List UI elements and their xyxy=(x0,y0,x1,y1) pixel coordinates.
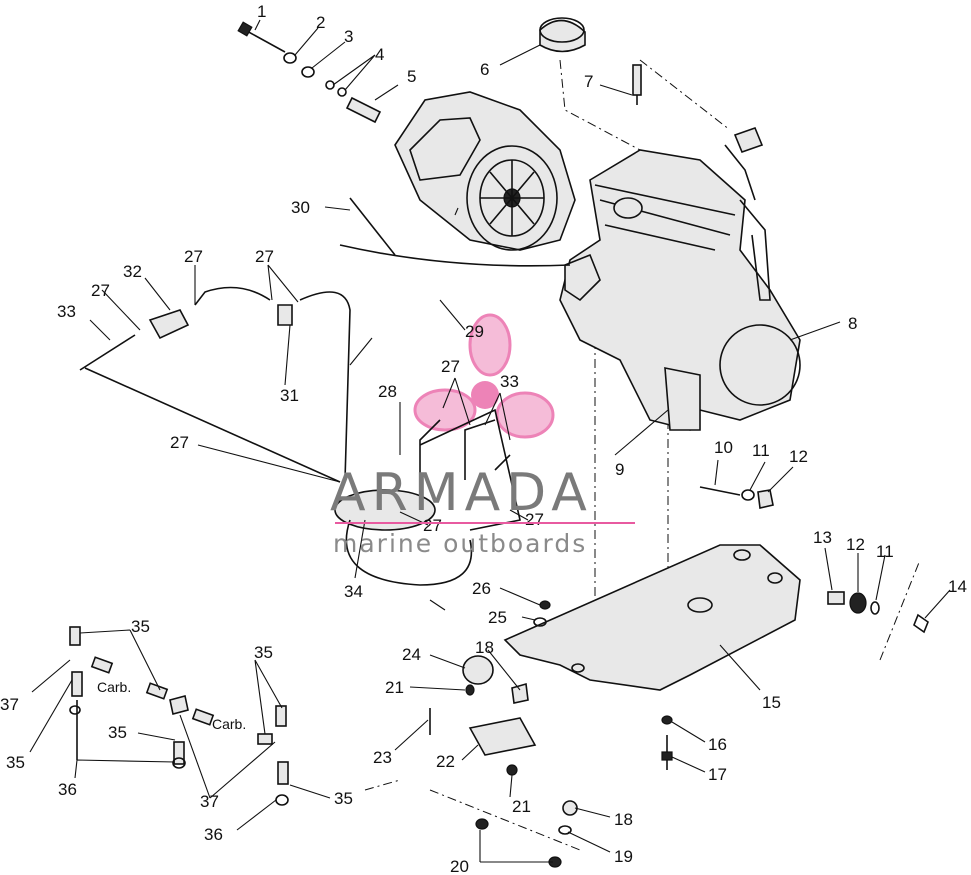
callout-27-d: 27 xyxy=(170,433,189,452)
callout-22: 22 xyxy=(436,752,455,771)
callout-16: 16 xyxy=(708,735,727,754)
callout-27-f: 27 xyxy=(423,516,442,535)
callout-17: 17 xyxy=(708,765,727,784)
callout-18-lower: 18 xyxy=(614,810,633,829)
engine-block xyxy=(559,144,801,431)
callout-27-c: 27 xyxy=(255,247,274,266)
callout-32: 32 xyxy=(123,262,142,281)
callout-37-right: 37 xyxy=(200,792,219,811)
callout-35-e: 35 xyxy=(334,789,353,808)
callout-28: 28 xyxy=(378,382,397,401)
callout-12-lower: 12 xyxy=(846,535,865,554)
spark-plug xyxy=(632,64,642,105)
watermark-tagline: marine outboards xyxy=(333,529,587,558)
callout-35-a: 35 xyxy=(131,617,150,636)
callout-27-g: 27 xyxy=(525,510,544,529)
callout-4: 4 xyxy=(375,45,384,64)
mounting-plate xyxy=(503,544,801,691)
bracket-assembly xyxy=(429,600,578,868)
leader-lines xyxy=(29,19,951,863)
callout-36-right: 36 xyxy=(204,825,223,844)
callout-23: 23 xyxy=(373,748,392,767)
callout-15: 15 xyxy=(762,693,781,712)
callout-9: 9 xyxy=(615,460,624,479)
watermark-brand: ARMADA xyxy=(330,463,593,523)
callout-34: 34 xyxy=(344,582,363,601)
callout-7: 7 xyxy=(584,72,593,91)
fuel-line-fittings xyxy=(69,626,289,806)
callout-24: 24 xyxy=(402,645,421,664)
callout-11-upper: 11 xyxy=(752,441,770,460)
callout-1: 1 xyxy=(257,2,266,21)
throttle-cable xyxy=(339,197,571,267)
callout-26: 26 xyxy=(472,579,491,598)
callout-20: 20 xyxy=(450,857,469,875)
callout-36-left: 36 xyxy=(58,780,77,799)
callout-31: 31 xyxy=(280,386,299,405)
carb-note-right: Carb. xyxy=(212,716,246,732)
callout-33-left: 33 xyxy=(57,302,76,321)
callout-25: 25 xyxy=(488,608,507,627)
armada-watermark: ARMADA marine outboards xyxy=(330,463,635,558)
callout-19: 19 xyxy=(614,847,633,866)
callout-11-lower: 11 xyxy=(876,542,894,561)
callout-21-lower: 21 xyxy=(512,797,531,816)
callout-8: 8 xyxy=(848,314,857,333)
fuel-cap xyxy=(539,17,586,53)
callout-12-upper: 12 xyxy=(789,447,808,466)
callout-27-e: 27 xyxy=(441,357,460,376)
callout-37-left: 37 xyxy=(0,695,19,714)
callout-14: 14 xyxy=(948,577,967,596)
callout-27-a: 27 xyxy=(91,281,110,300)
callout-21-upper: 21 xyxy=(385,678,404,697)
callout-29: 29 xyxy=(465,322,484,341)
armada-propeller-logo xyxy=(413,313,555,439)
callout-3: 3 xyxy=(344,27,353,46)
recoil-starter xyxy=(394,91,576,251)
right-hardware xyxy=(661,486,929,770)
callout-35-b: 35 xyxy=(254,643,273,662)
spark-plug-cap xyxy=(733,126,764,154)
callout-30: 30 xyxy=(291,198,310,217)
fuel-pump-assembly xyxy=(334,408,521,586)
bolt-stack xyxy=(237,21,382,124)
callout-10: 10 xyxy=(714,438,733,457)
callout-5: 5 xyxy=(407,67,416,86)
callout-27-b: 27 xyxy=(184,247,203,266)
callout-13: 13 xyxy=(813,528,832,547)
callout-35-c: 35 xyxy=(108,723,127,742)
callout-18-upper: 18 xyxy=(475,638,494,657)
callout-35-d: 35 xyxy=(6,753,25,772)
carb-note-left: Carb. xyxy=(97,679,131,695)
callout-2: 2 xyxy=(316,13,325,32)
callout-6: 6 xyxy=(480,60,489,79)
callout-33-right: 33 xyxy=(500,372,519,391)
fuel-filter-lines xyxy=(79,286,351,483)
